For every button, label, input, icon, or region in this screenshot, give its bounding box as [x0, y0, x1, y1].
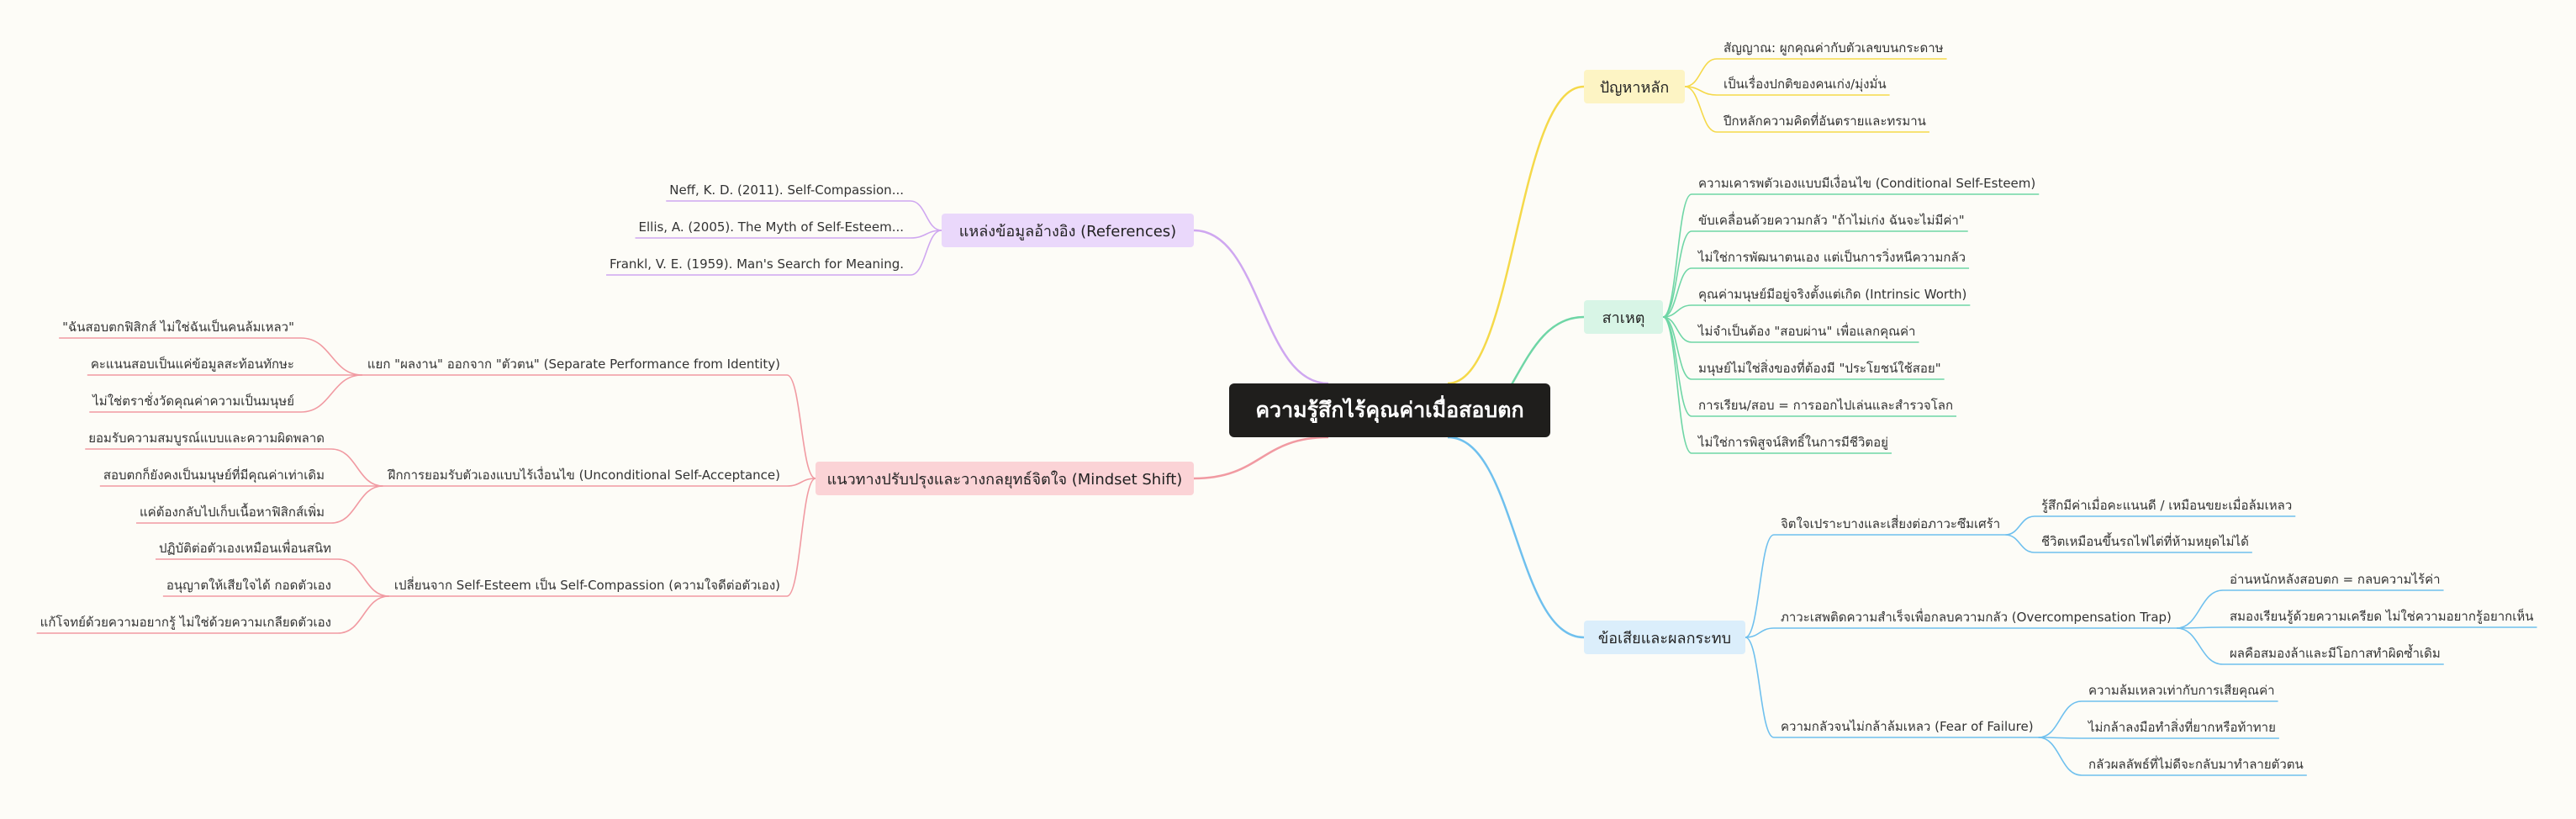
leaf-node-right[interactable]: ปีกหลักความคิดที่อันตรายและทรมาน	[1723, 114, 1926, 129]
leaf-node-left[interactable]: สอบตกก็ยังคงเป็นมนุษย์ที่มีคุณค่าเท่าเดิ…	[103, 468, 325, 483]
leaf-node-right[interactable]: ความล้มเหลวเท่ากับการเสียคุณค่า	[2088, 683, 2275, 698]
leaf-node-right[interactable]: กลัวผลลัพธ์ที่ไม่ดีจะกลับมาทำลายตัวตน	[2088, 757, 2304, 772]
leaf-link	[635, 230, 942, 239]
leaf-node-right[interactable]: สมองเรียนรู้ด้วยความเครียด ไม่ใช่ความอยา…	[2230, 609, 2534, 624]
leaf-node-right[interactable]: มนุษย์ไม่ใช่สิ่งของที่ต้องมี "ประโยชน์ใช…	[1698, 361, 1941, 376]
leaf-link	[1662, 304, 1971, 318]
leaf-link	[2005, 534, 2252, 553]
leaf-node-left[interactable]: Frankl, V. E. (1959). Man's Search for M…	[610, 256, 904, 272]
leaf-node-right[interactable]: ชีวิตเหมือนขึ้นรถไฟไต่ที่ห้ามหยุดไม่ได้	[2041, 534, 2249, 549]
leaf-link	[1662, 316, 1919, 343]
branch-node-left-1[interactable]: แนวทางปรับปรุงและวางกลยุทธ์จิตใจ (Mindse…	[816, 462, 1194, 495]
leaf-node-right[interactable]: คุณค่ามนุษย์มีอยู่จริงตั้งแต่เกิด (Intri…	[1698, 287, 1967, 302]
leaf-link	[1662, 316, 1892, 454]
leaf-node-left[interactable]: Ellis, A. (2005). The Myth of Self-Estee…	[638, 219, 904, 235]
root-link-right-0	[1447, 85, 1585, 385]
leaf-link	[89, 374, 362, 413]
leaf-link	[2005, 515, 2296, 536]
leaf-node-left[interactable]: "ฉันสอบตกฟิสิกส์ ไม่ใช่ฉันเป็นคนล้มเหลว"	[62, 320, 294, 335]
sub-node-right[interactable]: จิตใจเปราะบางและเสี่ยงต่อภาวะซึมเศร้า	[1781, 516, 2001, 531]
leaf-node-right[interactable]: รู้สึกมีค่าเมื่อคะแนนดี / เหมือนขยะเมื่อ…	[2041, 498, 2293, 513]
leaf-node-left[interactable]: ไม่ใช่ตราชั่งวัดคุณค่าความเป็นมนุษย์	[92, 394, 294, 409]
leaf-node-left[interactable]: คะแนนสอบเป็นแค่ข้อมูลสะท้อนทักษะ	[90, 357, 294, 372]
leaf-link	[666, 200, 942, 231]
root-link-right-2	[1447, 436, 1585, 639]
sub-node-left[interactable]: เปลี่ยนจาก Self-Esteem เป็น Self-Compass…	[393, 578, 780, 593]
sub-link	[1745, 637, 2039, 738]
branch-node-right-2[interactable]: ข้อเสียและผลกระทบ	[1584, 621, 1745, 654]
leaf-node-right[interactable]: ความเคารพตัวเองแบบมีเงื่อนไข (Conditiona…	[1698, 176, 2036, 191]
sub-node-right[interactable]: ความกลัวจนไม่กล้าล้มเหลว (Fear of Failur…	[1781, 719, 2034, 734]
leaf-node-right[interactable]: ไม่กล้าลงมือทำสิ่งที่ยากหรือท้าทาย	[2088, 720, 2276, 735]
leaf-node-right[interactable]: ไม่ใช่การพัฒนาตนเอง แต่เป็นการวิ่งหนีควา…	[1698, 250, 1966, 265]
sub-node-left[interactable]: ฝึกการยอมรับตัวเองแบบไร้เงื่อนไข (Uncond…	[388, 468, 780, 483]
leaf-node-left[interactable]: แค่ต้องกลับไปเก็บเนื้อหาฟิสิกส์เพิ่ม	[140, 505, 325, 520]
leaf-link	[85, 448, 383, 487]
leaf-node-right[interactable]: ขับเคลื่อนด้วยความกลัว "ถ้าไม่เก่ง ฉันจะ…	[1698, 213, 1965, 228]
leaf-node-right[interactable]: เป็นเรื่องปกติของคนเก่ง/มุ่งมั่น	[1723, 77, 1887, 92]
leaf-link	[1684, 86, 1929, 133]
leaf-link	[2176, 589, 2444, 629]
leaf-link	[36, 595, 389, 634]
sub-node-left[interactable]: แยก "ผลงาน" ออกจาก "ตัวตน" (Separate Per…	[367, 357, 780, 372]
leaf-link	[2038, 737, 2279, 739]
sub-link	[362, 374, 816, 479]
leaf-link	[2038, 700, 2278, 738]
leaf-link	[2176, 627, 2444, 665]
sub-link	[1745, 627, 2177, 638]
branch-node-right-0[interactable]: ปัญหาหลัก	[1584, 70, 1685, 103]
branch-node-left-0[interactable]: แหล่งข้อมูลอ้างอิง (References)	[942, 214, 1194, 247]
branch-node-right-1[interactable]: สาเหตุ	[1584, 300, 1663, 334]
leaf-node-left[interactable]: Neff, K. D. (2011). Self-Compassion...	[669, 182, 904, 198]
root-link-left-0	[1193, 229, 1329, 385]
leaf-node-right[interactable]: ผลคือสมองล้าและมีโอกาสทำผิดซ้ำเดิม	[2230, 646, 2441, 661]
leaf-link	[136, 485, 383, 524]
leaf-link	[1662, 230, 1968, 318]
leaf-link	[1662, 267, 1970, 318]
leaf-link	[59, 337, 362, 376]
sub-link	[383, 478, 816, 487]
root-topic[interactable]: ความรู้สึกไร้คุณค่าเมื่อสอบตก	[1229, 383, 1550, 437]
leaf-node-left[interactable]: อนุญาตให้เสียใจได้ กอดตัวเอง	[166, 578, 331, 593]
leaf-node-right[interactable]: ไม่ใช่การพิสูจน์สิทธิ์ในการมีชีวิตอยู่	[1698, 435, 1888, 450]
leaf-link	[2176, 626, 2537, 629]
sub-node-right[interactable]: ภาวะเสพติดความสำเร็จเพื่อกลบความกลัว (Ov…	[1781, 610, 2172, 625]
leaf-node-left[interactable]: ยอมรับความสมบูรณ์แบบและความผิดพลาด	[88, 431, 325, 446]
leaf-link	[606, 230, 942, 276]
leaf-node-left[interactable]: แก้โจทย์ด้วยความอยากรู้ ไม่ใช่ด้วยความเก…	[40, 615, 331, 630]
sub-link	[1745, 534, 2006, 638]
leaf-link	[156, 558, 389, 597]
leaf-link	[1684, 58, 1947, 87]
leaf-node-right[interactable]: สัญญาณ: ผูกคุณค่ากับตัวเลขบนกระดาษ	[1723, 40, 1944, 55]
leaf-node-right[interactable]: อ่านหนักหลังสอบตก = กลบความไร้ค่า	[2230, 572, 2441, 587]
leaf-link	[1684, 86, 1890, 96]
leaf-link	[2038, 737, 2307, 776]
leaf-node-right[interactable]: ไม่จำเป็นต้อง "สอบผ่าน" เพื่อแลกคุณค่า	[1698, 324, 1916, 339]
sub-link	[388, 478, 816, 597]
leaf-node-left[interactable]: ปฏิบัติต่อตัวเองเหมือนเพื่อนสนิท	[159, 541, 331, 556]
leaf-link	[1662, 193, 2040, 318]
leaf-node-right[interactable]: การเรียน/สอบ = การออกไปเล่นและสำรวจโลก	[1698, 398, 1954, 413]
root-link-left-1	[1193, 436, 1329, 480]
